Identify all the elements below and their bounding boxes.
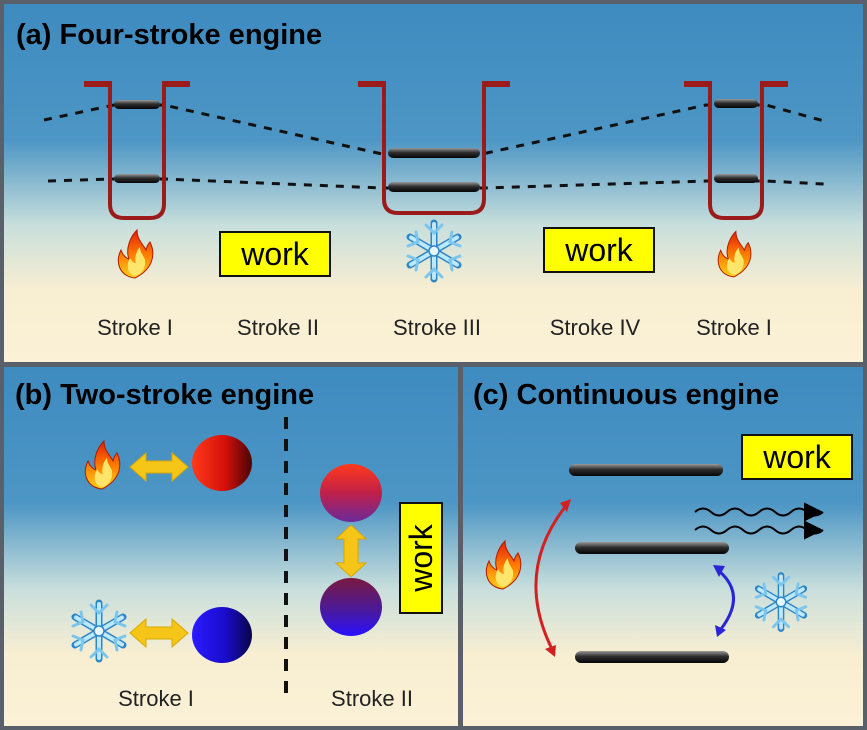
stroke-label: Stroke III — [393, 315, 481, 340]
piston-cylinder-stroke-3 — [358, 81, 510, 215]
energy-level-bar — [714, 174, 758, 183]
stroke-label: Stroke I — [97, 315, 173, 340]
stroke-label: Stroke II — [237, 315, 319, 340]
work-label: work — [762, 439, 832, 475]
work-label: work — [403, 523, 439, 593]
work-output-arrows — [694, 502, 824, 540]
piston-cylinder-stroke-1 — [84, 81, 190, 220]
cold-transition-arrow — [713, 565, 735, 637]
work-box: work — [399, 502, 443, 614]
double-arrow-horizontal — [129, 617, 189, 649]
panel-c-canvas: (c) Continuous engine work — [463, 367, 863, 726]
double-arrow-horizontal — [129, 451, 189, 483]
panel-c-title: (c) Continuous engine — [473, 379, 779, 411]
energy-level-bar — [569, 464, 723, 476]
piston-cylinder-stroke-1-repeat — [684, 81, 788, 220]
stroke-label: Stroke I — [118, 686, 194, 711]
mixed-state-ball-bottom — [320, 578, 382, 636]
stroke-label: Stroke II — [331, 686, 413, 711]
hot-state-ball — [192, 435, 252, 491]
panel-b-canvas: (b) Two-stroke engine work Stroke I Stro… — [4, 367, 458, 726]
hot-transition-arrow — [534, 499, 571, 657]
energy-level-bar — [388, 182, 480, 192]
panel-four-stroke: (a) Four-stroke engine — [4, 4, 863, 362]
mixed-state-ball-top — [320, 464, 382, 522]
panel-continuous: (c) Continuous engine work — [463, 367, 863, 726]
cold-state-ball — [192, 607, 252, 663]
double-arrow-vertical — [334, 524, 368, 578]
panel-a-title: (a) Four-stroke engine — [16, 19, 322, 51]
panel-two-stroke: (b) Two-stroke engine work Stroke I Stro… — [4, 367, 458, 726]
energy-level-bar — [575, 651, 729, 663]
work-box: work — [741, 434, 853, 480]
work-box: work — [219, 231, 331, 277]
energy-level-bar — [114, 174, 160, 183]
stroke-label: Stroke I — [696, 315, 772, 340]
energy-level-bar — [114, 100, 160, 109]
panel-a-canvas: (a) Four-stroke engine — [4, 4, 863, 362]
panel-b-title: (b) Two-stroke engine — [15, 379, 314, 411]
energy-level-bar — [714, 99, 758, 108]
work-label: work — [564, 232, 634, 268]
work-box: work — [543, 227, 655, 273]
work-label: work — [240, 236, 310, 272]
energy-level-bar — [388, 148, 480, 158]
energy-level-bar — [575, 542, 729, 554]
stroke-label: Stroke IV — [550, 315, 641, 340]
